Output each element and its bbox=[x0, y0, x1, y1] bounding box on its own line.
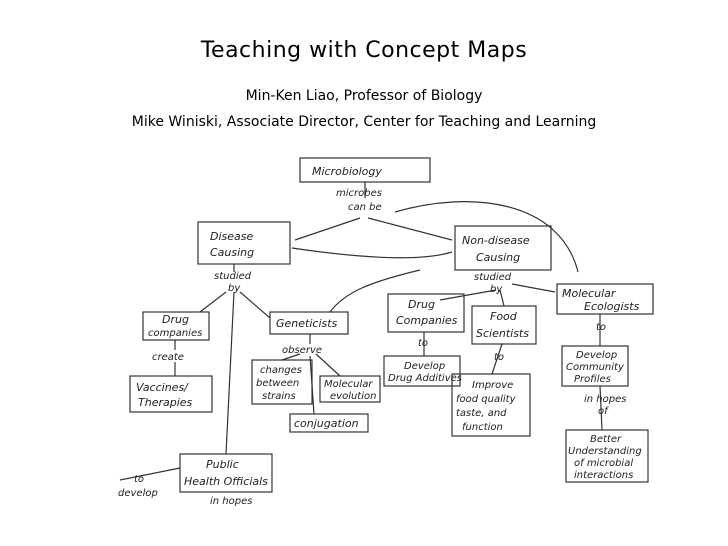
link-to-3: to bbox=[596, 322, 606, 333]
node-box-drug1 bbox=[142, 311, 210, 341]
connector bbox=[119, 467, 181, 481]
node-box-understanding bbox=[565, 429, 649, 483]
node-foodq-line2: food quality bbox=[456, 394, 517, 405]
link-microbes-line2: can be bbox=[348, 202, 382, 213]
author-line-2: Mike Winiski, Associate Director, Center… bbox=[131, 114, 597, 130]
node-nondisease-line1: Non-disease bbox=[462, 234, 530, 247]
node-food-line2: Scientists bbox=[476, 327, 529, 340]
node-box-vaccines bbox=[129, 375, 213, 413]
connector bbox=[439, 289, 497, 301]
node-box-community bbox=[561, 345, 629, 387]
node-community-line2: Community bbox=[566, 362, 625, 373]
link-develop-line1: to bbox=[134, 474, 144, 485]
slide-title: Teaching with Concept Maps bbox=[200, 38, 528, 63]
node-understanding-line4: interactions bbox=[574, 470, 633, 481]
node-box-nondisease bbox=[454, 225, 552, 271]
node-box-additive bbox=[383, 355, 461, 387]
node-molecular-eco-line1: Molecular bbox=[562, 287, 617, 300]
connector bbox=[511, 283, 556, 293]
node-conjugation: conjugation bbox=[294, 417, 359, 430]
connector bbox=[199, 291, 227, 313]
node-understanding-line1: Better bbox=[590, 434, 622, 445]
connector bbox=[239, 291, 271, 319]
link-hopes1-line1: in hopes bbox=[584, 394, 626, 405]
connector bbox=[394, 201, 579, 273]
node-additive-line2: Drug Additives bbox=[388, 373, 462, 384]
node-microbiology: Microbiology bbox=[312, 165, 382, 178]
link-studied1-line2: by bbox=[228, 283, 241, 294]
link-to-2: to bbox=[494, 352, 504, 363]
node-box-conjugation bbox=[289, 413, 369, 433]
node-disease-line1: Disease bbox=[210, 230, 253, 243]
node-box-foodq bbox=[451, 373, 531, 437]
node-drug1-line2: companies bbox=[148, 328, 202, 339]
node-foodq-line3: taste, and bbox=[456, 408, 507, 419]
node-drug1-line1: Drug bbox=[162, 313, 189, 326]
link-create: create bbox=[152, 352, 184, 363]
connector bbox=[329, 269, 421, 313]
link-observe: observe bbox=[282, 345, 322, 356]
node-changes-line1: changes bbox=[260, 365, 302, 376]
node-community-line3: Profiles bbox=[574, 374, 611, 385]
node-changes-line3: strains bbox=[262, 391, 296, 402]
node-box-disease bbox=[197, 221, 291, 265]
node-changes-line2: between bbox=[256, 378, 299, 389]
node-understanding-line3: of microbial bbox=[574, 458, 633, 469]
node-public-line2: Health Officials bbox=[184, 475, 268, 488]
link-hopes1-line2: of bbox=[598, 406, 609, 417]
node-box-molevo bbox=[319, 375, 381, 403]
connector bbox=[225, 291, 235, 455]
node-understanding-line2: Understanding bbox=[568, 446, 642, 457]
link-develop-line2: develop bbox=[118, 488, 158, 499]
node-drug2-line2: Companies bbox=[396, 314, 458, 327]
link-to-1: to bbox=[418, 338, 428, 349]
node-box-geneticists bbox=[269, 311, 349, 335]
node-box-drug2 bbox=[387, 293, 465, 333]
node-molevo-line2: evolution bbox=[330, 391, 376, 402]
node-foodq-line4: function bbox=[462, 422, 503, 433]
link-studied2-line2: by bbox=[490, 284, 503, 295]
connector bbox=[315, 353, 341, 377]
link-studied1-line1: studied bbox=[214, 271, 252, 282]
node-molecular-eco-line2: Ecologists bbox=[584, 300, 640, 313]
node-nondisease-line2: Causing bbox=[476, 251, 520, 264]
connector bbox=[499, 289, 505, 307]
connector bbox=[491, 343, 503, 375]
connector bbox=[291, 247, 453, 259]
node-geneticists: Geneticists bbox=[276, 317, 338, 330]
link-studied2-line1: studied bbox=[474, 272, 512, 283]
node-box-molecular-eco bbox=[556, 283, 654, 315]
node-disease-line2: Causing bbox=[210, 246, 254, 259]
node-foodq-line1: Improve bbox=[472, 380, 513, 391]
connector bbox=[599, 385, 603, 431]
node-additive-line1: Develop bbox=[404, 361, 445, 372]
link-hopes2: in hopes bbox=[210, 496, 252, 507]
node-public-line1: Public bbox=[206, 458, 239, 471]
connector bbox=[309, 355, 315, 415]
connector bbox=[294, 217, 361, 241]
node-food-line1: Food bbox=[490, 310, 518, 323]
node-vaccines-line1: Vaccines/ bbox=[136, 381, 189, 394]
node-vaccines-line2: Therapies bbox=[138, 396, 193, 409]
author-line-1: Min-Ken Liao, Professor of Biology bbox=[245, 88, 483, 104]
node-community-line1: Develop bbox=[576, 350, 617, 361]
connector bbox=[281, 353, 301, 361]
node-molevo-line1: Molecular bbox=[324, 379, 373, 390]
link-microbes-line1: microbes bbox=[336, 188, 382, 199]
connector bbox=[367, 217, 453, 241]
node-drug2-line1: Drug bbox=[408, 298, 435, 311]
